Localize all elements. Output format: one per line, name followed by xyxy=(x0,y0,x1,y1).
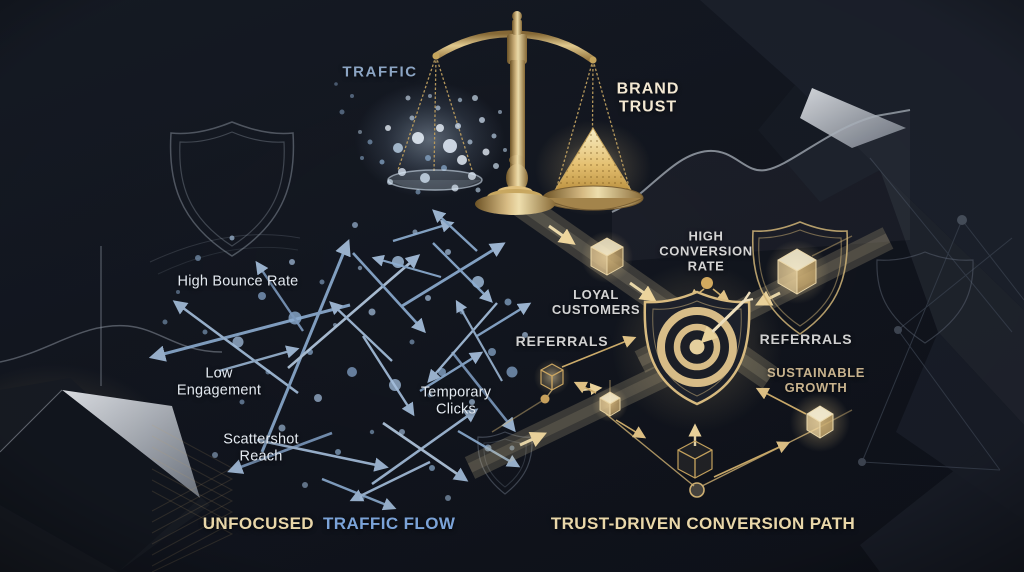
infographic-canvas: TRAFFIC BRAND TRUST High Bounce Rate Low… xyxy=(0,0,1024,572)
vignette-overlay xyxy=(0,0,1024,572)
diagram-artwork xyxy=(0,0,1024,572)
